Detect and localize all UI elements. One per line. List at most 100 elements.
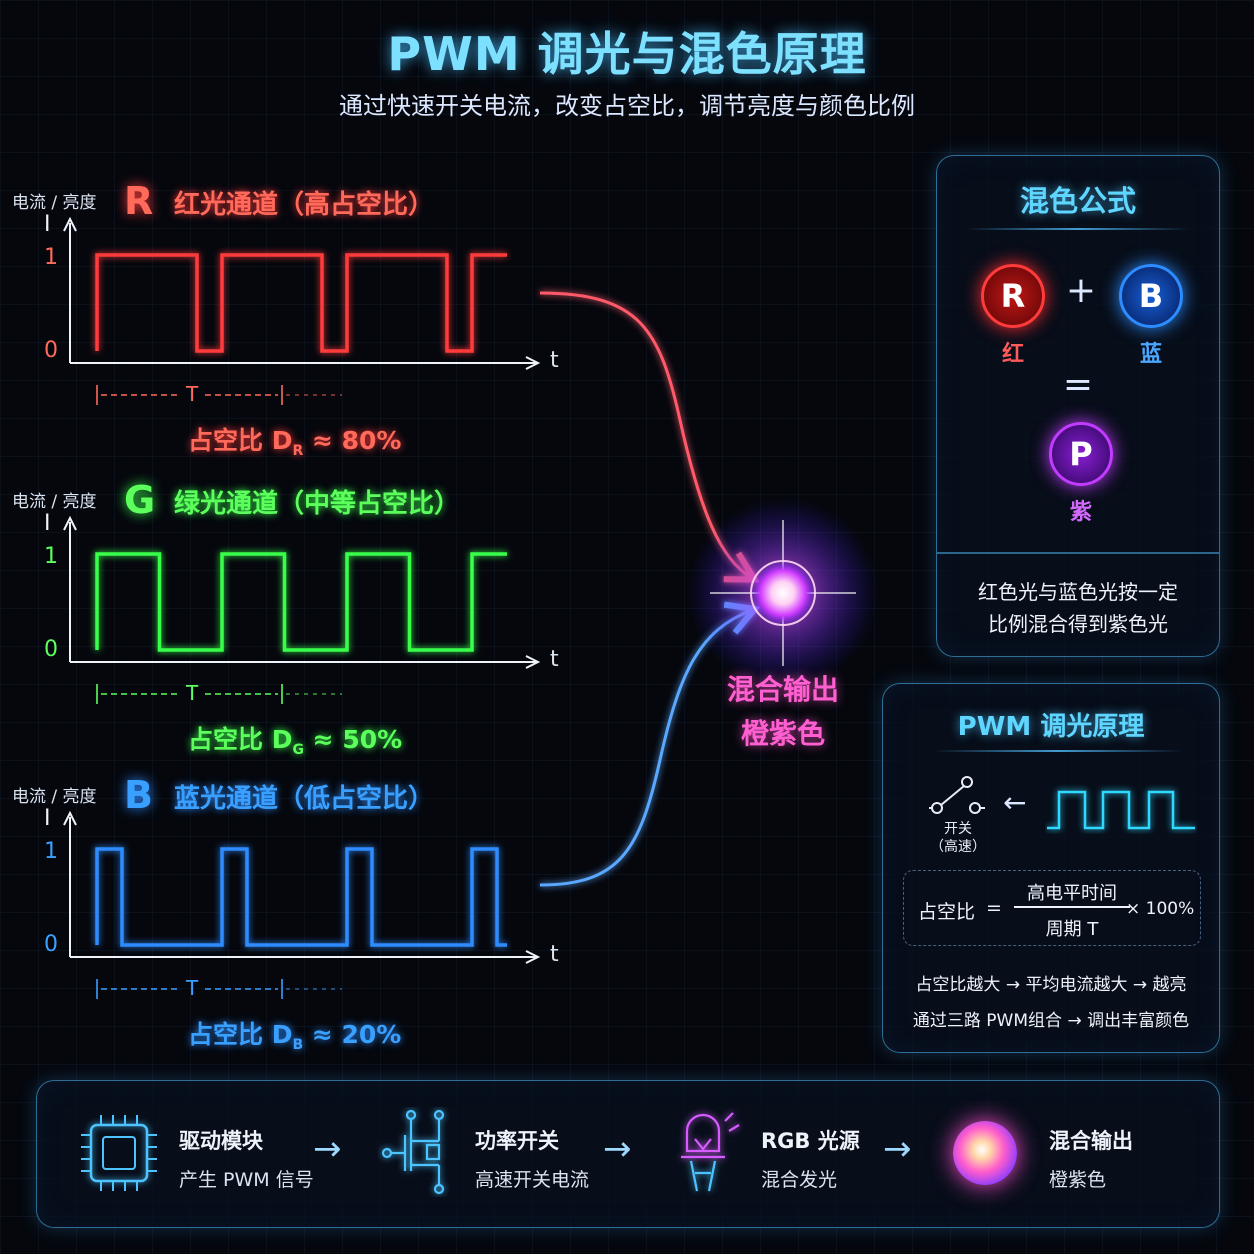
flow-step-4-title: 混合输出	[1049, 1129, 1133, 1153]
flow-step-2: 功率开关 高速开关电流	[475, 1125, 589, 1192]
blue-circle: B	[1119, 264, 1183, 328]
flow-step-4-desc: 橙紫色	[1049, 1169, 1107, 1191]
channel-2-waveform	[95, 847, 507, 947]
flow-step-1-desc: 产生 PWM 信号	[179, 1169, 314, 1191]
chip-icon	[81, 1115, 157, 1191]
pwm-panel-divider	[933, 750, 1183, 752]
channel-1-ylabel: 电流 / 亮度	[12, 492, 97, 512]
flow-arrow-1-icon: →	[313, 1129, 342, 1169]
channel-2-duty: 占空比 DB ≈ 20%	[188, 1015, 401, 1053]
flow-step-3-desc: 混合发光	[761, 1169, 838, 1191]
channel-1-title: 绿光通道（中等占空比）	[174, 489, 461, 519]
channel-2-title: 蓝光通道（低占空比）	[174, 784, 435, 814]
channel-0-duty-sub: R	[292, 443, 304, 459]
channel-0-tick-1: 1	[44, 245, 58, 270]
channel-1-tick-1: 1	[44, 544, 58, 569]
formula-desc-divider	[937, 552, 1219, 554]
left-arrow-icon: ←	[1003, 786, 1027, 819]
channel-0-axis-t: t	[550, 348, 559, 373]
formula-desc-line2: 比例混合得到紫色光	[988, 612, 1168, 636]
channel-1-period-label: T	[186, 681, 199, 705]
equals-sign: =	[1062, 364, 1094, 405]
flow-arrow-2-icon: →	[603, 1129, 632, 1169]
mixing-orb	[688, 498, 878, 688]
formula-panel-title: 混色公式	[1019, 184, 1136, 218]
switch-caption: 开关 （高速）	[913, 820, 1003, 856]
led-icon	[681, 1112, 740, 1192]
channel-2-letter: B	[124, 773, 153, 817]
channel-2-duty-prefix: 占空比 D	[188, 1020, 293, 1049]
mix-output-line1: 混合输出	[726, 673, 839, 706]
formula-divider	[967, 228, 1189, 230]
formula-equals: =	[986, 897, 1002, 919]
channel-0-letter: R	[124, 179, 154, 223]
flow-step-2-title: 功率开关	[475, 1129, 559, 1153]
formula-desc-line1: 红色光与蓝色光按一定	[978, 580, 1178, 604]
channel-0-duty-prefix: 占空比 D	[188, 426, 293, 455]
purple-label: 紫	[1069, 500, 1092, 525]
flow-step-4: 混合输出 橙紫色	[1049, 1125, 1133, 1192]
channel-2-axis-i: I	[44, 806, 51, 831]
formula-numerator: 高电平时间	[1027, 883, 1117, 904]
channel-2-y-arrow	[63, 810, 77, 826]
channel-1-axis-i: I	[44, 511, 51, 536]
flow-step-1: 驱动模块 产生 PWM 信号	[179, 1125, 314, 1192]
formula-multiplier: × 100%	[1126, 899, 1195, 919]
channel-0-title: 红光通道（高占空比）	[174, 190, 435, 220]
channel-0-period-label: T	[186, 382, 199, 406]
formula-panel: 混色公式 R 红 + B 蓝 = P 紫 红色光与蓝色光按一定 比例混合得到紫色…	[936, 155, 1220, 657]
channel-1-duty-suffix: ≈ 50%	[303, 725, 403, 754]
blue-label: 蓝	[1139, 342, 1162, 367]
switch-icon	[929, 776, 985, 814]
channel-2-tick-0: 0	[44, 932, 58, 957]
flow-arrow-3-icon: →	[883, 1129, 912, 1169]
channel-2-axis-t: t	[550, 942, 559, 967]
channel-0-tick-0: 0	[44, 338, 58, 363]
formula-denominator: 周期 T	[1045, 919, 1099, 940]
channel-1-x-arrow	[525, 655, 541, 669]
channel-2-duty-suffix: ≈ 20%	[303, 1020, 402, 1049]
transistor-icon	[381, 1109, 445, 1195]
switch-caption-line1: 开关	[944, 821, 972, 837]
flow-bar: 驱动模块 产生 PWM 信号 → 功率开关 高速开关电流 →	[36, 1080, 1220, 1228]
channel-1-duty-sub: G	[292, 742, 304, 758]
pwm-note-2: 通过三路 PWM组合 → 调出丰富颜色	[912, 1011, 1190, 1031]
purple-circle: P	[1049, 422, 1113, 486]
channel-0-duty: 占空比 DR ≈ 80%	[188, 421, 401, 459]
channel-1-duty-prefix: 占空比 D	[188, 725, 293, 754]
glow-orb-icon	[953, 1121, 1017, 1185]
channel-2-ylabel: 电流 / 亮度	[12, 787, 97, 807]
channel-2-tick-1: 1	[44, 839, 58, 864]
channel-0-y-arrow	[63, 216, 77, 232]
channel-0-ylabel: 电流 / 亮度	[12, 193, 97, 213]
mix-output-label: 混合输出 橙紫色	[703, 668, 863, 752]
pwm-panel-title: PWM 调光原理	[957, 712, 1145, 742]
channel-2-duty-sub: B	[292, 1037, 304, 1053]
plus-sign: +	[1065, 270, 1097, 311]
channel-1-tick-0: 0	[44, 637, 58, 662]
switch-caption-line2: （高速）	[930, 839, 986, 855]
flow-step-3: RGB 光源 混合发光	[761, 1125, 860, 1192]
page-subtitle: 通过快速开关电流，改变占空比，调节亮度与颜色比例	[339, 92, 915, 120]
duty-formula-box: 占空比 = 高电平时间 周期 T × 100%	[903, 870, 1201, 946]
flow-step-3-title: RGB 光源	[761, 1129, 860, 1153]
red-label: 红	[1001, 342, 1024, 367]
channel-0-waveform	[95, 253, 507, 353]
formula-lhs: 占空比	[918, 901, 976, 923]
pwm-principle-panel: PWM 调光原理 开关 （高速） ← 占空比 = 高电平时间 周期 T × 10…	[882, 683, 1220, 1053]
mini-pwm-wave-icon	[1047, 790, 1195, 830]
channel-0-duty-suffix: ≈ 80%	[303, 426, 402, 455]
channel-1-waveform	[95, 552, 507, 652]
flow-step-1-title: 驱动模块	[179, 1129, 263, 1153]
channel-2-period-label: T	[186, 976, 199, 1000]
fraction-bar	[1014, 906, 1130, 908]
flow-step-2-desc: 高速开关电流	[475, 1169, 590, 1191]
channel-1-axis-t: t	[550, 647, 559, 672]
red-circle: R	[981, 264, 1045, 328]
channel-1-letter: G	[124, 478, 156, 522]
page-title: PWM 调光与混色原理	[387, 27, 867, 81]
mix-output-line2: 橙紫色	[740, 717, 825, 750]
channel-2-x-arrow	[525, 950, 541, 964]
channel-0-x-arrow	[525, 356, 541, 370]
